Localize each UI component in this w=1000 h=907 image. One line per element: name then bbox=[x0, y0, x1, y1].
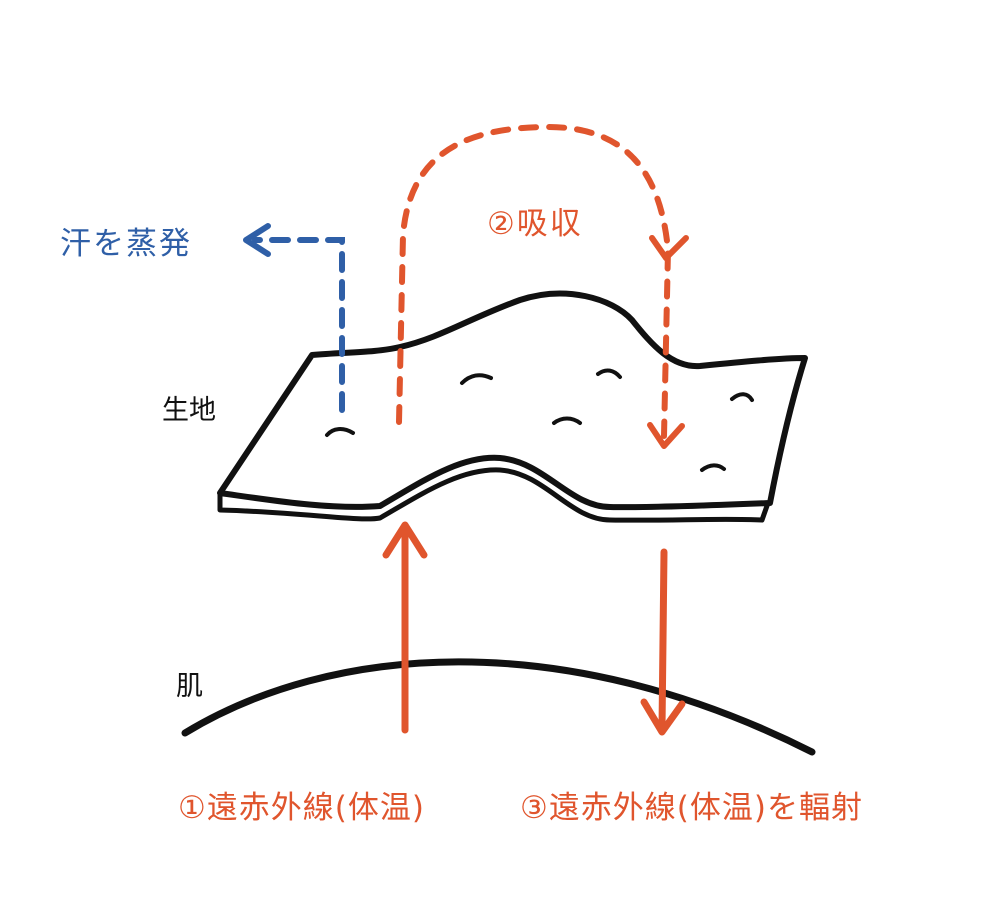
blue-arrowhead bbox=[243, 223, 271, 257]
orange-arrowhead-bottom bbox=[647, 422, 685, 449]
far-infrared-body-heat-label: ①遠赤外線(体温) bbox=[178, 790, 425, 826]
far-infrared-radiate-label: ③遠赤外線(体温)を輻射 bbox=[520, 790, 863, 826]
infrared-up-arrow bbox=[382, 521, 428, 734]
fabric-texture-marks bbox=[325, 368, 754, 472]
absorption-label: ②吸収 bbox=[487, 206, 583, 242]
skin-curve bbox=[181, 658, 816, 756]
skin-label: 肌 bbox=[176, 671, 203, 702]
fabric-label: 生地 bbox=[162, 395, 216, 426]
orange-arrowhead-top bbox=[649, 235, 689, 261]
absorption-path bbox=[396, 123, 689, 449]
fabric-surface bbox=[217, 290, 808, 511]
sweat-evaporation-label: 汗を蒸発 bbox=[60, 226, 192, 262]
sweat-evaporation-path bbox=[243, 223, 345, 413]
infrared-down-arrow bbox=[640, 548, 686, 736]
